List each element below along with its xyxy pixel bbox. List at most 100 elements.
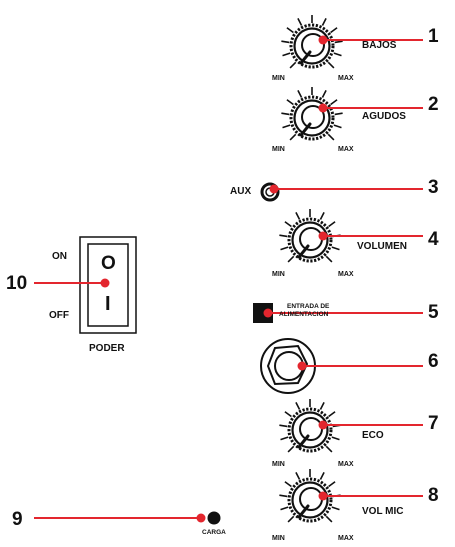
callout-number-6: 6: [428, 351, 439, 372]
knob-pointer-eco: [297, 434, 310, 449]
knob-tick-eco: [287, 445, 295, 453]
callout-dot: [269, 184, 279, 194]
knob-tick-volmic: [331, 506, 340, 511]
charge-label: CARGA: [202, 529, 226, 536]
knob-min-volmic: MIN: [272, 535, 285, 542]
knob-cap-volmic: [299, 487, 323, 511]
knob-tick-volumen: [284, 221, 292, 228]
callout-dot: [318, 420, 328, 430]
knob-min-eco: MIN: [272, 461, 285, 468]
knob-tick-agudos: [286, 99, 294, 106]
knob-max-bajos: MAX: [338, 75, 354, 82]
callout-dot: [318, 491, 328, 501]
callout-number-4: 4: [428, 229, 439, 250]
switch-label: PODER: [89, 343, 125, 354]
switch-top-symbol: O: [101, 253, 116, 274]
knob-min-volumen: MIN: [272, 271, 285, 278]
knob-min-bajos: MIN: [272, 75, 285, 82]
knob-tick-volumen: [328, 221, 336, 228]
callout-number-7: 7: [428, 413, 439, 434]
callout-number-1: 1: [428, 26, 439, 47]
knob-tick-volumen: [325, 255, 333, 263]
knob-cap-bajos: [301, 33, 325, 57]
knob-tick-agudos: [282, 124, 291, 129]
knob-tick-volumen: [295, 212, 301, 220]
knob-max-agudos: MAX: [338, 146, 354, 153]
callout-number-3: 3: [428, 177, 439, 198]
knob-tick-bajos: [297, 18, 303, 26]
knob-tick-bajos: [327, 61, 335, 69]
knob-tick-eco: [280, 436, 289, 441]
knob-tick-volmic: [280, 506, 289, 511]
knob-tick-bajos: [330, 27, 338, 34]
callout-number-10: 10: [6, 273, 28, 294]
knob-tick-bajos: [282, 52, 291, 57]
switch-bottom-symbol: I: [105, 293, 111, 315]
knob-tick-volumen: [287, 255, 295, 263]
knob-tick-eco: [319, 402, 325, 410]
knob-tick-volmic: [328, 481, 336, 488]
knob-tick-bajos: [334, 40, 343, 44]
callout-dot: [100, 278, 110, 288]
knob-min-agudos: MIN: [272, 146, 285, 153]
knob-tick-volumen: [279, 234, 288, 238]
knob-tick-agudos: [330, 99, 338, 106]
power-input-label-line2: ALIMENTACION: [279, 311, 329, 318]
knob-tick-volumen: [331, 246, 340, 251]
knob-cap-volumen: [299, 227, 323, 251]
knob-max-volumen: MAX: [338, 271, 354, 278]
switch-off-label: OFF: [49, 310, 69, 321]
switch-on-label: ON: [52, 251, 67, 262]
knob-label-volumen: VOLUMEN: [357, 241, 407, 252]
knob-tick-volmic: [284, 481, 292, 488]
knob-tick-bajos: [289, 61, 297, 69]
knob-tick-agudos: [321, 90, 327, 98]
knob-tick-volmic: [287, 515, 295, 523]
callout-dot: [318, 231, 328, 241]
callout-dot: [297, 361, 307, 371]
charge-led: [207, 511, 221, 525]
knob-tick-volumen: [280, 246, 289, 251]
knob-tick-agudos: [334, 112, 343, 116]
knob-label-eco: ECO: [362, 430, 384, 441]
knob-tick-eco: [325, 445, 333, 453]
knob-tick-bajos: [281, 40, 290, 44]
callout-number-5: 5: [428, 302, 439, 323]
knob-tick-bajos: [286, 27, 294, 34]
callout-dot: [263, 308, 273, 318]
knob-tick-agudos: [333, 124, 342, 129]
power-input-jack: [253, 303, 273, 323]
power-input-label-line1: ENTRADA DE: [287, 303, 330, 310]
knob-tick-eco: [279, 424, 288, 428]
knob-tick-volmic: [319, 472, 325, 480]
knob-pointer-bajos: [299, 50, 312, 65]
knob-pointer-agudos: [299, 122, 312, 137]
knob-max-eco: MAX: [338, 461, 354, 468]
knob-tick-agudos: [297, 90, 303, 98]
knob-max-volmic: MAX: [338, 535, 354, 542]
callout-dot: [196, 513, 206, 523]
knob-label-agudos: AGUDOS: [362, 111, 406, 122]
knob-tick-eco: [328, 411, 336, 418]
knob-pointer-volumen: [297, 244, 310, 259]
knob-tick-agudos: [281, 112, 290, 116]
callout-number-8: 8: [428, 485, 439, 506]
knob-pointer-volmic: [297, 504, 310, 519]
knob-cap-agudos: [301, 105, 325, 129]
knob-tick-agudos: [289, 133, 297, 141]
knob-tick-eco: [284, 411, 292, 418]
knob-tick-bajos: [333, 52, 342, 57]
knob-cap-eco: [299, 417, 323, 441]
callout-number-2: 2: [428, 94, 439, 115]
callout-dot: [318, 103, 328, 113]
knob-tick-eco: [295, 402, 301, 410]
knob-tick-eco: [331, 436, 340, 441]
knob-tick-volmic: [325, 515, 333, 523]
knob-tick-volumen: [319, 212, 325, 220]
knob-tick-agudos: [327, 133, 335, 141]
knob-tick-bajos: [321, 18, 327, 26]
callout-dot: [318, 35, 328, 45]
knob-label-bajos: BAJOS: [362, 40, 397, 51]
